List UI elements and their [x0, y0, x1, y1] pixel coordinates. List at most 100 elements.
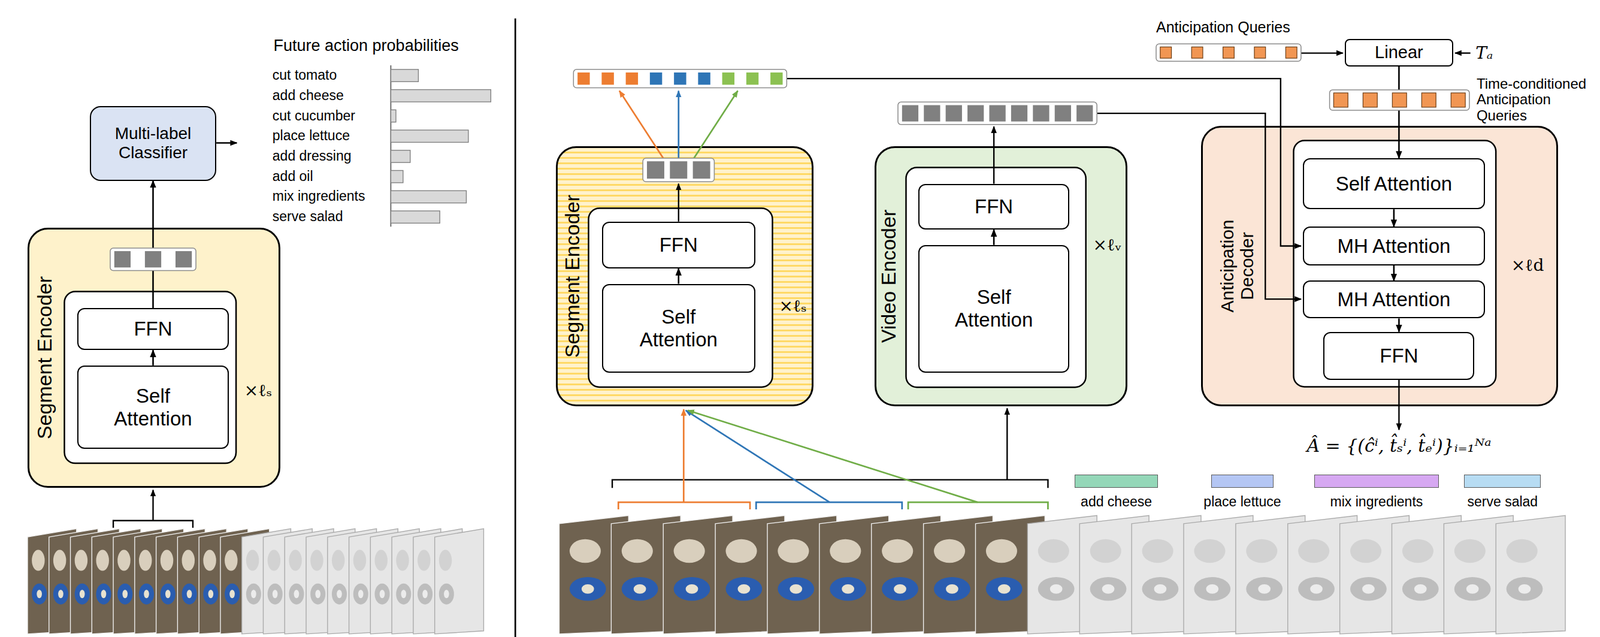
frame-detail — [829, 539, 861, 564]
flow-arrow — [1393, 265, 1396, 281]
token-bar-frame — [110, 247, 196, 271]
frame-image — [198, 528, 248, 634]
frame-detail — [353, 583, 369, 605]
token — [144, 250, 162, 268]
legend-text: mix ingredients — [1330, 494, 1424, 510]
video-frame — [262, 528, 313, 634]
frame-image — [349, 528, 399, 634]
token — [967, 104, 984, 122]
panel-divider — [514, 18, 517, 637]
frame-detail — [1090, 539, 1122, 564]
linear-box: Linear — [1344, 38, 1454, 67]
frame-detail — [294, 589, 300, 598]
attention-box: Self Attention — [602, 283, 756, 373]
legend-swatch — [1314, 474, 1439, 488]
frame-detail — [422, 589, 428, 598]
video-frames — [558, 515, 1566, 634]
video-frame — [220, 528, 270, 634]
video-frame — [923, 515, 994, 634]
frame-detail — [208, 589, 214, 598]
frame-detail — [353, 549, 367, 571]
video-frame — [1027, 515, 1097, 634]
frame-detail — [1402, 576, 1439, 601]
token — [1160, 46, 1172, 59]
box-label: FFN — [974, 195, 1013, 219]
token-bar — [1329, 89, 1470, 111]
flow-arrow — [152, 180, 154, 309]
frame-detail — [1402, 539, 1434, 564]
frame-detail — [165, 589, 171, 598]
frame-image — [391, 528, 441, 634]
frame-image — [663, 515, 733, 634]
video-frame — [177, 528, 227, 634]
label-holder: cut cucumber — [272, 108, 356, 124]
frame-image — [767, 515, 837, 634]
frame-detail — [893, 584, 907, 594]
label-holder: Time-conditioned Anticipation Queries — [1476, 76, 1597, 124]
decoder-block: Anticipation DecoderSelf AttentionMH Att… — [1201, 125, 1559, 407]
token — [646, 161, 665, 179]
frame-image — [134, 528, 184, 634]
frame-detail — [1454, 576, 1491, 601]
frame-detail — [358, 589, 364, 598]
action-label: serve salad — [272, 209, 344, 225]
frame-detail — [1257, 584, 1271, 594]
token — [923, 104, 940, 122]
frame-detail — [138, 549, 152, 571]
token-arrow — [677, 91, 680, 159]
repeat-count: ×ℓₛ — [778, 297, 807, 316]
frame-image — [1391, 515, 1462, 634]
token — [1076, 104, 1093, 122]
frame-image — [1027, 515, 1097, 634]
label-holder: add dressing — [272, 148, 352, 164]
block-title: Anticipation Decoder — [1217, 206, 1257, 326]
frame-image — [70, 528, 120, 634]
token — [902, 104, 919, 122]
encoder-block: Segment EncoderFFNSelf Attention — [555, 146, 813, 407]
token — [175, 250, 192, 268]
frame-detail — [1193, 576, 1231, 601]
frame-detail — [1518, 584, 1532, 594]
box-label: FFN — [1379, 344, 1418, 368]
action-label: cut tomato — [272, 67, 337, 83]
label-holder: Anticipation Queries — [1156, 19, 1291, 36]
frame-detail — [53, 583, 69, 605]
query-arrow — [1301, 52, 1344, 54]
action-label: add dressing — [272, 148, 352, 164]
box-label: MH Attention — [1337, 288, 1451, 311]
legend-text-holder: mix ingredients — [1330, 494, 1424, 510]
frame-detail — [881, 576, 919, 601]
video-frame — [1391, 515, 1462, 634]
token — [114, 250, 131, 268]
token — [1032, 104, 1049, 122]
frame-image — [220, 528, 270, 634]
token-bars — [110, 43, 1470, 271]
video-frame — [198, 528, 248, 634]
token-arrow — [619, 91, 664, 159]
box-label: MH Attention — [1337, 234, 1451, 258]
attention-box: MH Attention — [1302, 280, 1485, 319]
flow-arrow — [1398, 318, 1400, 332]
frame-detail — [1193, 539, 1226, 564]
token-bar — [110, 247, 196, 271]
probability-bar — [390, 210, 440, 223]
video-frame — [1495, 515, 1566, 634]
frame-detail — [182, 583, 198, 605]
token — [697, 72, 710, 85]
segment-bracket — [618, 501, 750, 510]
video-frame — [27, 528, 77, 634]
classifier-box: Multi-label Classifier — [89, 106, 217, 181]
variable-label: Tₐ — [1475, 43, 1493, 63]
probability-bar — [390, 190, 467, 203]
input-label: Time-conditioned Anticipation Queries — [1476, 76, 1597, 124]
frame-image — [1235, 515, 1306, 634]
token — [988, 104, 1006, 122]
frame-detail — [933, 576, 971, 601]
box-label: FFN — [659, 233, 698, 257]
frame-image — [558, 515, 629, 634]
frame-detail — [1362, 584, 1375, 594]
frame-detail — [310, 583, 326, 605]
token-bar — [1156, 43, 1302, 62]
frame-detail — [621, 539, 653, 564]
box-label: Self Attention — [102, 384, 205, 431]
